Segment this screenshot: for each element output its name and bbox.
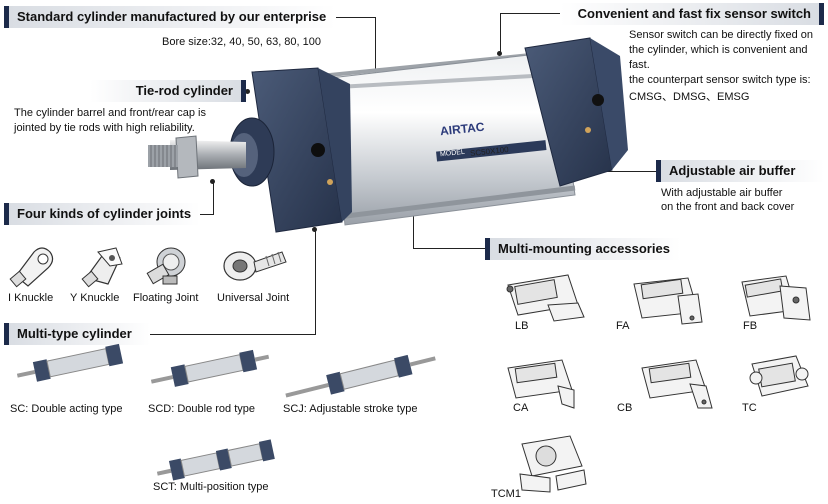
- leader-joints: [200, 214, 214, 215]
- sensor-desc-1: Sensor switch can be directly fixed on: [629, 29, 814, 41]
- leader-multitype: [150, 334, 315, 335]
- joint-label-universal: Universal Joint: [217, 292, 290, 304]
- leader-mounting: [413, 248, 485, 249]
- leader-standard-v: [375, 17, 376, 75]
- bore-size-text: Bore size:32, 40, 50, 63, 80, 100: [162, 36, 322, 48]
- scj-cylinder-icon: [285, 354, 436, 398]
- mount-tcm1-icon: [519, 435, 587, 493]
- mount-label-fa: FA: [616, 320, 630, 332]
- leader-dot-multitype: [312, 227, 317, 232]
- mount-label-tcm1: TCM1: [491, 488, 521, 500]
- y-knuckle-icon: [81, 247, 123, 288]
- standard-title: Standard cylinder manufactured by our en…: [4, 6, 336, 28]
- i-knuckle-icon: [9, 247, 54, 288]
- type-label-sct: SCT: Multi-position type: [153, 481, 269, 493]
- type-label-scd: SCD: Double rod type: [148, 403, 255, 415]
- tierod-desc-1: The cylinder barrel and front/rear cap i…: [14, 107, 206, 119]
- leader-standard: [336, 17, 376, 18]
- tierod-title: Tie-rod cylinder: [90, 80, 246, 102]
- leader-dot-tierod: [245, 89, 250, 94]
- mount-label-tc: TC: [742, 402, 757, 414]
- joints-title: Four kinds of cylinder joints: [4, 203, 200, 225]
- joint-label-i-knuckle: I Knuckle: [8, 292, 54, 304]
- buffer-desc-2: on the front and back cover: [661, 201, 795, 213]
- sensor-desc-4: the counterpart sensor switch type is:: [629, 74, 811, 86]
- sensor-desc-3: fast.: [629, 59, 650, 71]
- tierod-desc-2: jointed by tie rods with high reliabilit…: [14, 122, 195, 134]
- mount-cb-icon: [641, 359, 713, 409]
- joint-label-y-knuckle: Y Knuckle: [70, 292, 120, 304]
- multitype-title: Multi-type cylinder: [4, 323, 150, 345]
- mount-tc-icon: [749, 355, 809, 397]
- type-label-sc: SC: Double acting type: [10, 403, 123, 415]
- universal-joint-icon: [223, 251, 287, 281]
- mount-label-lb: LB: [515, 320, 529, 332]
- leader-joints-v: [213, 182, 214, 215]
- mount-fa-icon: [633, 277, 703, 325]
- mount-label-ca: CA: [513, 402, 529, 414]
- floating-joint-icon: [146, 247, 186, 285]
- type-label-scj: SCJ: Adjustable stroke type: [283, 403, 418, 415]
- leader-multitype-v: [315, 230, 316, 335]
- buffer-title: Adjustable air buffer: [656, 160, 824, 182]
- mount-label-cb: CB: [617, 402, 633, 414]
- mount-fb-icon: [741, 275, 811, 321]
- mounting-title: Multi-mounting accessories: [485, 238, 681, 260]
- sensor-title: Convenient and fast fix sensor switch: [560, 3, 824, 25]
- scd-cylinder-icon: [150, 349, 270, 387]
- sct-cylinder-icon: [156, 439, 275, 481]
- buffer-desc-1: With adjustable air buffer: [661, 187, 783, 199]
- sc-cylinder-icon: [16, 343, 124, 382]
- leader-dot-sensor: [497, 51, 502, 56]
- leader-buffer: [588, 171, 656, 172]
- leader-dot-joints: [210, 179, 215, 184]
- mount-ca-icon: [507, 359, 575, 409]
- sensor-desc-2: the cylinder, which is convenient and: [629, 44, 808, 56]
- mount-lb-icon: [506, 274, 585, 322]
- mount-label-fb: FB: [743, 320, 758, 332]
- sensor-desc-5: CMSG、DMSG、EMSG: [629, 91, 750, 103]
- joint-label-floating: Floating Joint: [133, 292, 199, 304]
- leader-sensor-v: [500, 13, 501, 53]
